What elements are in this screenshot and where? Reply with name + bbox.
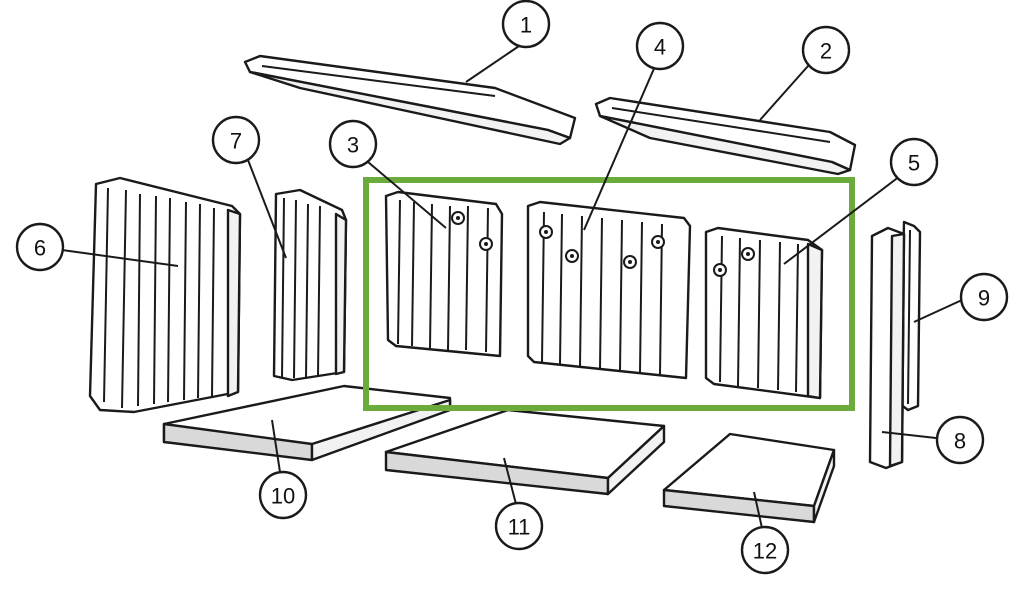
callout-10-label: 10 [271, 484, 295, 509]
callout-8-label: 8 [954, 429, 966, 454]
callout-7: 7 [211, 115, 261, 165]
callout-3: 3 [328, 119, 378, 169]
callout-5-label: 5 [908, 151, 920, 176]
part-4-rear-panel-center [526, 200, 692, 380]
callout-2-label: 2 [820, 39, 832, 64]
highlight-frame-parts-3-4-5 [363, 177, 855, 411]
callout-8: 8 [935, 415, 985, 465]
part-7-narrow-left-panel [272, 188, 348, 382]
callout-4-label: 4 [654, 35, 666, 60]
callout-4: 4 [635, 21, 685, 71]
callout-9: 9 [959, 272, 1009, 322]
callout-2: 2 [801, 25, 851, 75]
callout-10: 10 [258, 470, 308, 520]
callout-1-label: 1 [520, 13, 532, 38]
part-3-rear-panel-left [384, 190, 504, 358]
callout-7-label: 7 [230, 129, 242, 154]
callout-12: 12 [740, 525, 790, 575]
leader-lines [61, 43, 963, 529]
part-12-floor-plate-right [662, 432, 836, 524]
callout-5: 5 [889, 137, 939, 187]
part-1-top-baffle-left [243, 54, 577, 146]
callout-9-label: 9 [978, 286, 990, 311]
part-5-rear-panel-right [704, 226, 824, 400]
part-2-top-baffle-right [594, 96, 857, 176]
callout-3-label: 3 [347, 133, 359, 158]
part-10-floor-plate-left [162, 384, 452, 462]
part-8-right-side-strip [868, 226, 906, 470]
callout-11: 11 [494, 501, 544, 551]
callout-1: 1 [501, 0, 551, 49]
part-6-left-side-panel [88, 176, 242, 414]
callout-12-label: 12 [753, 539, 777, 564]
callout-6-label: 6 [34, 236, 46, 261]
callout-11-label: 11 [508, 515, 531, 540]
callout-6: 6 [15, 222, 65, 272]
part-11-floor-plate-center [384, 408, 666, 496]
